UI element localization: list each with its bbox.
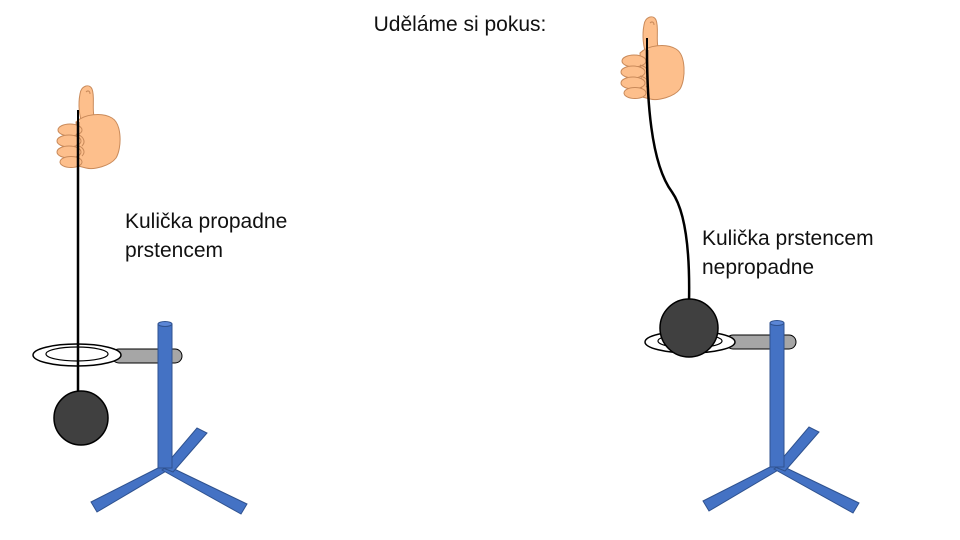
caption-line: Kulička propadne: [125, 210, 288, 233]
experiment-right: [620, 16, 860, 514]
ball: [659, 298, 719, 358]
caption-line: Kulička prstencem: [702, 227, 874, 250]
experiment-left: [32, 85, 248, 515]
caption-line: prstencem: [125, 239, 224, 262]
ball: [53, 390, 109, 446]
thumbs-up-hand-icon: [56, 85, 121, 170]
caption-line: nepropadne: [702, 256, 815, 279]
stand-arm: [725, 334, 797, 350]
caption-left: Kulička propadne prstencem: [125, 207, 287, 265]
caption-right: Kulička prstencem nepropadne: [702, 224, 874, 282]
slide-title: Uděláme si pokus:: [373, 13, 547, 36]
thumbs-up-hand-icon: [620, 16, 685, 101]
stand: [702, 320, 860, 514]
pendulum-string: [645, 49, 691, 303]
